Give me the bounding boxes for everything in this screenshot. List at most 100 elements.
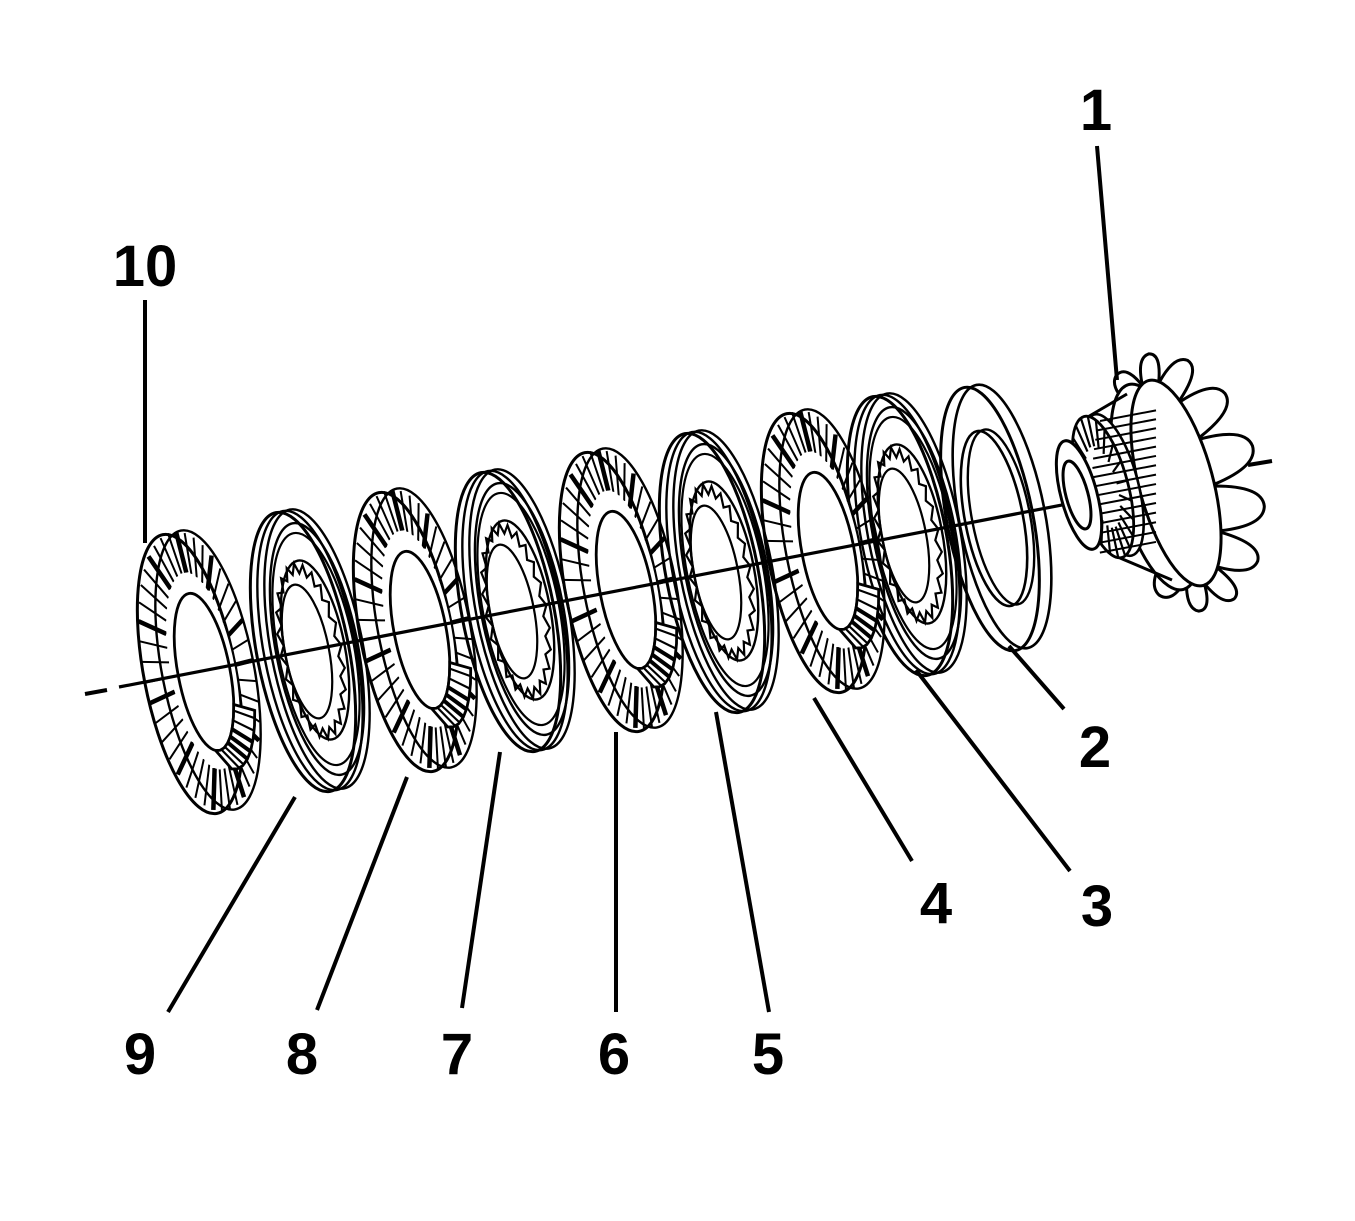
groove-hatch-line [356, 542, 384, 568]
hub-spline-row [1099, 409, 1157, 422]
groove-hatch-line [141, 660, 170, 664]
groove-hatch-line [614, 455, 620, 496]
wrap-hatch-line [220, 748, 241, 769]
wrap-hatch-line [844, 627, 865, 648]
groove-hatch-line [238, 693, 260, 703]
groove-hatch-line [816, 416, 822, 457]
groove-hatch-line [763, 519, 792, 528]
groove-hatch-line [634, 486, 644, 518]
groove-hatch-line [647, 536, 667, 556]
hub-spline-row [1091, 464, 1157, 479]
groove-hatch-line [807, 411, 817, 454]
leader-lines [143, 145, 1119, 1014]
groove-hatch-line [561, 558, 590, 567]
groove-hatch-line [391, 699, 411, 734]
groove-hatch-line [138, 601, 167, 622]
groove-hatch-line [568, 473, 595, 509]
wrap-hatch-line [642, 666, 663, 687]
groove-hatch-line [389, 489, 405, 532]
groove-hatch-line [597, 659, 617, 694]
part-number-label-5: 5 [752, 1022, 784, 1087]
groove-hatch-line [185, 751, 200, 788]
groove-hatch-line [590, 648, 611, 678]
groove-hatch-line [161, 718, 184, 743]
wrap-hatch-line [655, 627, 678, 638]
groove-hatch-line [173, 531, 189, 574]
groove-hatch-line [627, 473, 636, 509]
groove-hatch-line [797, 410, 813, 453]
wrap-hatch-line [233, 709, 256, 720]
groove-hatch-line [439, 726, 448, 768]
groove-hatch-line [362, 513, 389, 549]
gear-tooth [1213, 484, 1266, 533]
hub-spline-tooth [1110, 527, 1120, 558]
groove-hatch-line [230, 638, 250, 652]
groove-hatch-line [778, 583, 804, 604]
groove-hatch-line [223, 768, 232, 810]
groove-hatch-line [790, 412, 807, 453]
hub-spline-row [1092, 445, 1157, 460]
groove-hatch-line [640, 687, 645, 730]
groove-hatch-line [441, 576, 461, 596]
wrap-hatch-line [651, 652, 674, 671]
hub-spline-tooth [1117, 521, 1132, 549]
groove-hatch-line [785, 597, 808, 622]
wrap-hatch-line [231, 727, 254, 744]
groove-hatch-line [767, 447, 794, 478]
groove-hatch-line [382, 491, 399, 532]
groove-hatch-line [842, 648, 847, 691]
groove-hatch-line [454, 651, 476, 661]
groove-hatch-line [357, 618, 386, 622]
groove-hatch-line [408, 495, 414, 536]
gear-tooth [1178, 386, 1229, 440]
hub-spline-tooth [1107, 443, 1115, 463]
wrap-hatch-line [850, 620, 873, 640]
groove-hatch-line [639, 501, 652, 530]
hub-spline-tooth [1119, 505, 1135, 521]
groove-hatch-line [645, 686, 654, 728]
wrap-hatch-line [232, 719, 255, 732]
groove-hatch-line [166, 533, 183, 574]
hub-spline-tooth [1086, 416, 1096, 447]
groove-hatch-line [783, 416, 803, 457]
groove-hatch-line [841, 462, 854, 491]
hub-spline-row [1092, 492, 1157, 507]
groove-hatch-line [827, 643, 835, 685]
groove-hatch-line [370, 662, 396, 683]
groove-hatch-line [225, 618, 245, 638]
hub-spline-row [1093, 511, 1157, 526]
groove-hatch-line [570, 607, 598, 624]
groove-hatch-line [192, 537, 198, 578]
groove-hatch-line [159, 537, 179, 578]
groove-hatch-line [652, 556, 672, 570]
gear-tooth [1157, 358, 1195, 403]
gear-tooth [1198, 432, 1255, 487]
groove-hatch-line [818, 637, 829, 678]
wrap-hatch-line [648, 659, 671, 679]
groove-hatch-line [605, 450, 615, 493]
groove-hatch-line [183, 532, 193, 575]
groove-hatch-line [148, 689, 176, 706]
wrap-hatch-line [449, 667, 472, 678]
leader-line-3 [914, 668, 1072, 873]
wrap-hatch-line [857, 588, 880, 599]
leader-line-1 [1095, 145, 1119, 381]
groove-hatch-line [203, 764, 211, 806]
groove-hatch-line [211, 767, 217, 810]
groove-hatch-line [410, 716, 421, 757]
groove-hatch-line [799, 620, 819, 655]
wrap-hatch-line [855, 606, 878, 623]
groove-hatch-line [575, 463, 597, 501]
hub-spline-tooth [1079, 417, 1092, 448]
gear-tooth [1184, 578, 1209, 613]
groove-hatch-line [154, 704, 180, 725]
groove-hatch-line [560, 519, 589, 540]
wrap-hatch-line [853, 613, 876, 632]
hub-spline-tooth [1119, 514, 1135, 537]
groove-hatch-line [137, 619, 168, 636]
groove-hatch-line [427, 725, 433, 768]
groove-hatch-line [764, 463, 792, 489]
groove-hatch-line [616, 676, 627, 717]
wrap-hatch-line [442, 699, 465, 719]
hub-spline-tooth [1106, 525, 1112, 554]
